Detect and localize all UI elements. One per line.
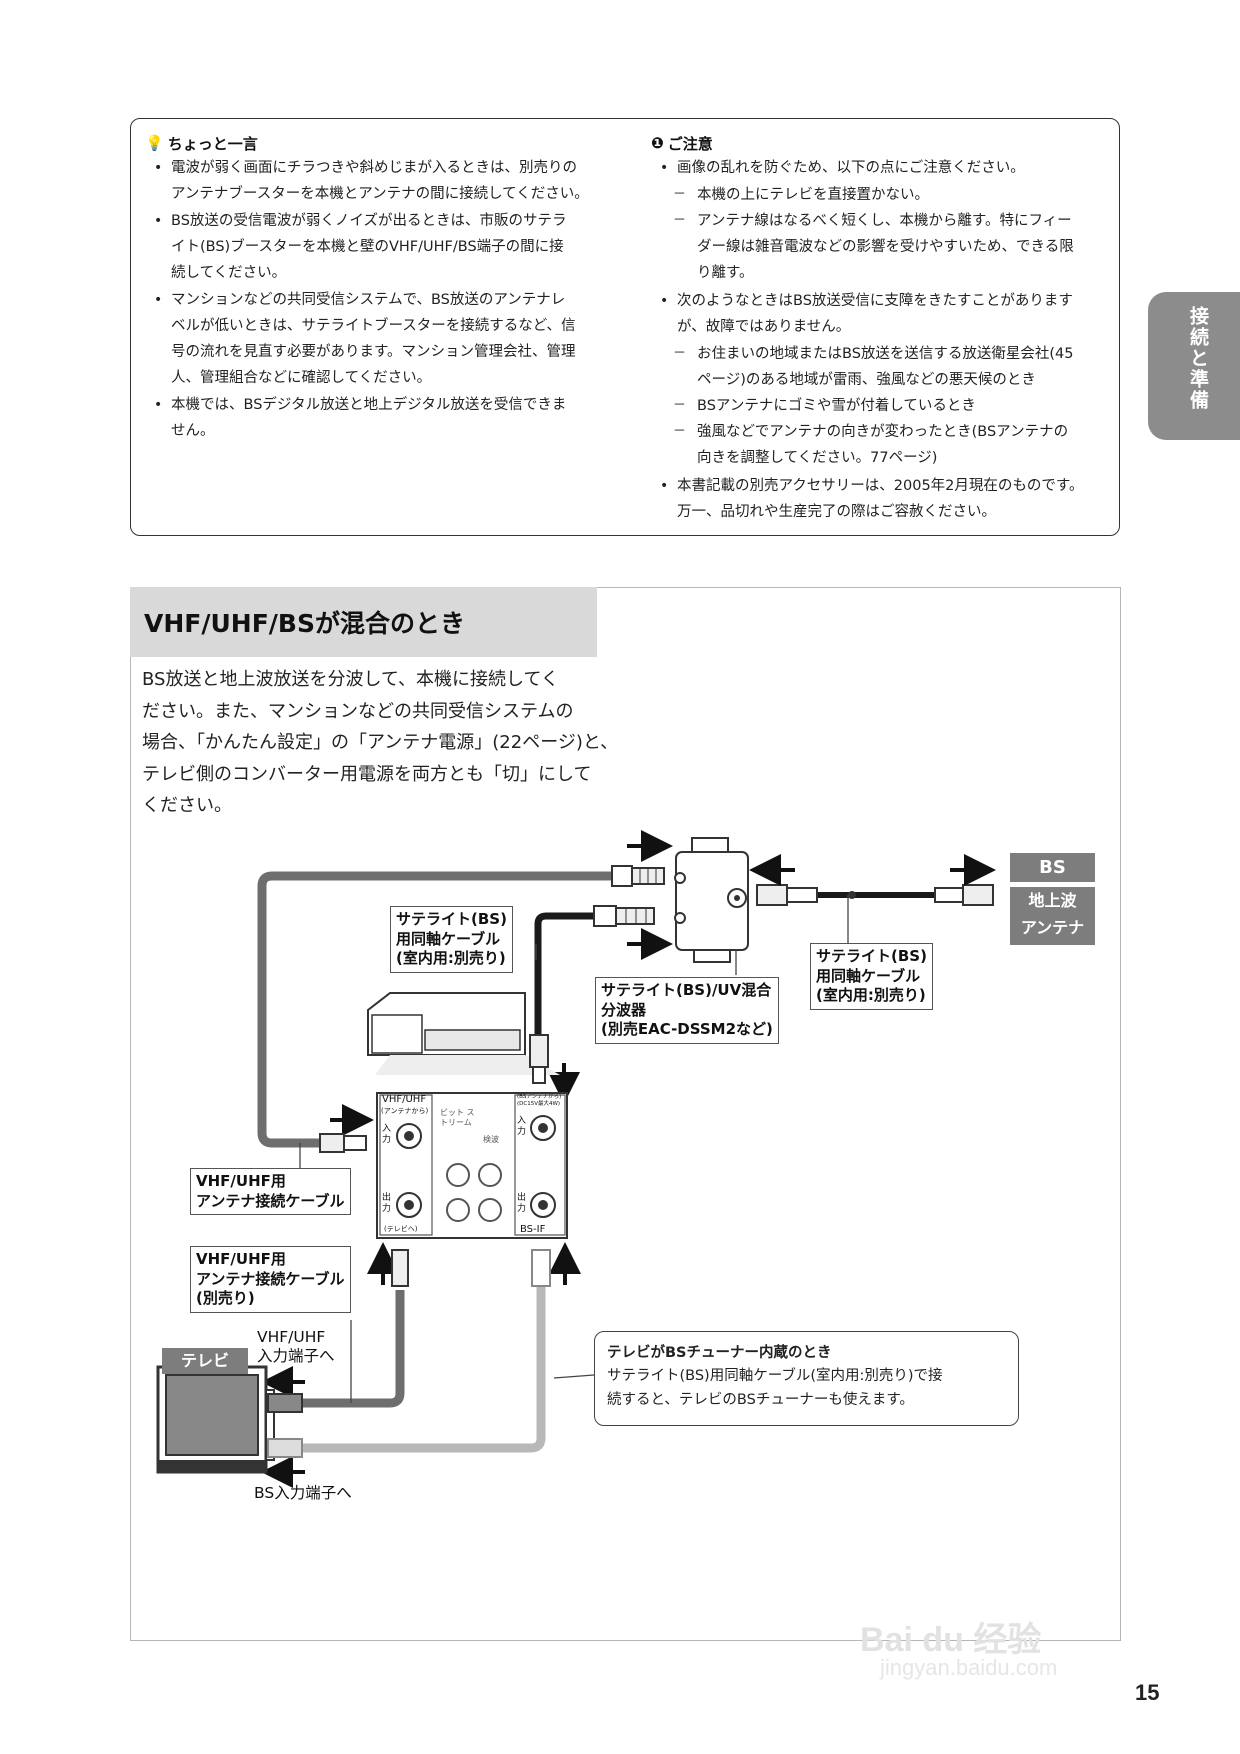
tip-column: 💡 ちょっと一言 電波が弱く画面にチラつきや斜めじまが入るときは、別売りのアンテ… <box>145 131 635 445</box>
tip-heading: 💡 ちょっと一言 <box>145 134 258 153</box>
caution-item: 画像の乱れを防ぐため、以下の点にご注意ください。 <box>651 155 1111 181</box>
tip-item: 電波が弱く画面にチラつきや斜めじまが入るときは、別売りのアンテナブースターを本機… <box>145 155 635 207</box>
diagram-section <box>130 587 1121 1641</box>
coax-connector-icon <box>531 1249 551 1287</box>
panel-bs-from-label: (BSアンテナから) (DC15V最大4W) <box>517 1094 562 1107</box>
notes-box: 💡 ちょっと一言 電波が弱く画面にチラつきや斜めじまが入るときは、別売りのアンテ… <box>130 118 1120 536</box>
sat-cable-label-right: サテライト(BS)用同軸ケーブル(室内用:別売り) <box>810 943 933 1010</box>
panel-in-label: 入力 <box>382 1124 392 1145</box>
panel-bs-in-label: 入力 <box>517 1116 527 1137</box>
coax-connector-icon <box>756 884 818 906</box>
caution-column: ❶ ご注意 画像の乱れを防ぐため、以下の点にご注意ください。 本機の上にテレビを… <box>651 131 1111 526</box>
caution-subitem: 強風などでアンテナの向きが変わったとき(BSアンテナの向きを調整してください。7… <box>651 419 1111 471</box>
page-number: 15 <box>1135 1680 1160 1705</box>
coax-connector-icon <box>934 884 994 906</box>
panel-bitstream-label: ビット ストリーム <box>440 1108 475 1127</box>
coax-connector-icon <box>267 1438 303 1458</box>
panel-out-label: 出力 <box>382 1193 392 1214</box>
vhf-cable-to-tv <box>300 1290 405 1408</box>
panel-from-antenna-label: (アンテナから) <box>381 1107 429 1115</box>
vhf-cable-label: VHF/UHF用アンテナ接続ケーブル <box>190 1168 351 1215</box>
splitter-label: サテライト(BS)/UV混合分波器(別売EAC-DSSM2など) <box>595 977 779 1044</box>
panel-to-tv-label: (テレビへ) <box>384 1225 418 1233</box>
splitter-device <box>674 837 749 963</box>
section-title: VHF/UHF/BSが混合のとき <box>130 587 597 657</box>
watermark-url: jingyan.baidu.com <box>880 1655 1058 1680</box>
caution-subitem: 本機の上にテレビを直接置かない。 <box>651 182 1111 208</box>
coax-connector-icon <box>593 905 655 927</box>
coax-connector-icon <box>611 865 665 887</box>
caution-subitem: アンテナ線はなるべく短くし、本機から離す。特にフィーダー線は雑音電波などの影響を… <box>651 208 1111 286</box>
bs-tag: BS <box>1010 853 1095 882</box>
coax-connector-icon <box>319 1133 367 1153</box>
sat-cable-label-left: サテライト(BS)用同軸ケーブル(室内用:別売り) <box>390 906 513 973</box>
panel-bs-if-label: BS-IF <box>520 1224 546 1235</box>
section-intro: BS放送と地上波放送を分波して、本機に接続してく ださい。また、マンションなどの… <box>142 669 619 816</box>
bs-tuner-callout: テレビがBSチューナー内蔵のとき サテライト(BS)用同軸ケーブル(室内用:別売… <box>594 1331 1019 1426</box>
watermark-logo: Bai du 经验 <box>860 1621 1042 1659</box>
chapter-tab-label: 接続と準備 <box>1187 306 1209 411</box>
tip-item: マンションなどの共同受信システムで、BS放送のアンテナレベルが低いときは、サテラ… <box>145 287 635 391</box>
chapter-tab[interactable]: 接続と準備 <box>1148 292 1240 440</box>
caution-subitem: お住まいの地域またはBS放送を送信する放送衛星会社(45ページ)のある地域が雷雨… <box>651 341 1111 393</box>
panel-vhf-uhf-label: VHF/UHF <box>382 1094 427 1105</box>
caution-icon: ❶ <box>651 134 664 152</box>
caution-subitem: BSアンテナにゴミや雪が付着しているとき <box>651 393 1111 419</box>
vhf-cable-to-recorder <box>257 871 625 1148</box>
bs-input-label: BS入力端子へ <box>254 1484 352 1502</box>
bs-cable-to-tv <box>300 1285 546 1453</box>
recorder-unit <box>367 992 560 1075</box>
bs-cable-to-recorder <box>534 912 600 1035</box>
coax-connector-icon <box>267 1393 303 1413</box>
panel-bs-out-label: 出力 <box>517 1193 527 1214</box>
panel-detect-label: 検波 <box>483 1135 499 1144</box>
caution-heading: ❶ ご注意 <box>651 134 713 153</box>
coax-connector-icon <box>391 1249 409 1287</box>
coax-connector-icon <box>529 1034 549 1084</box>
rear-panel <box>376 1092 568 1239</box>
antenna-tag: 地上波アンテナ <box>1010 887 1095 945</box>
lightbulb-icon: 💡 <box>145 134 164 152</box>
tv-tag: テレビ <box>162 1348 248 1374</box>
tv-icon <box>156 1365 275 1474</box>
caution-item: 本書記載の別売アクセサリーは、2005年2月現在のものです。万一、品切れや生産完… <box>651 473 1111 525</box>
vhf-cable-optional-label: VHF/UHF用アンテナ接続ケーブル(別売り) <box>190 1246 351 1313</box>
tip-item: BS放送の受信電波が弱くノイズが出るときは、市販のサテライト(BS)ブースターを… <box>145 208 635 286</box>
